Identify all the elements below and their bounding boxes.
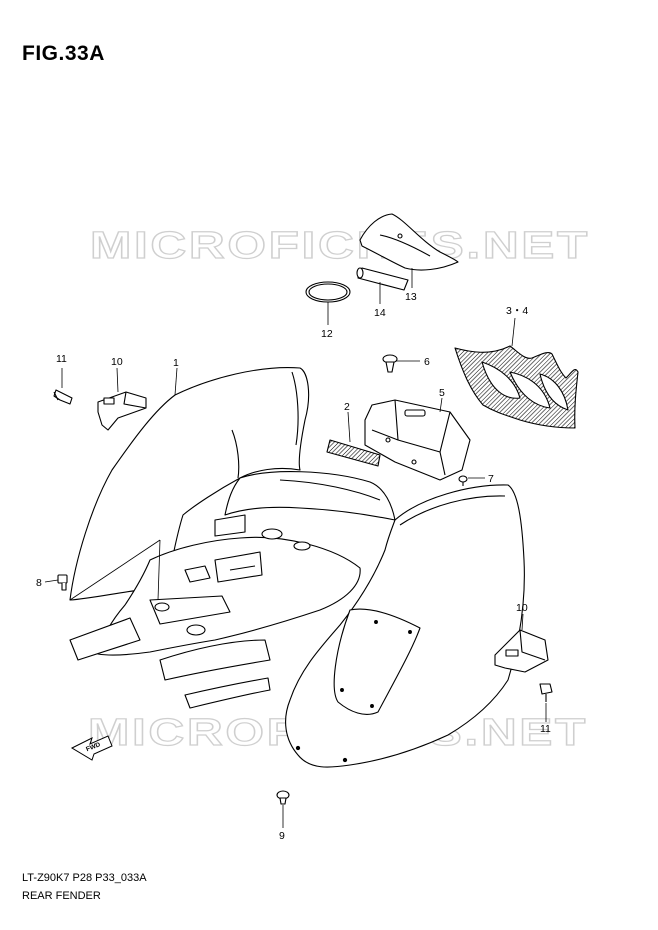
callout-14: 14 xyxy=(374,307,386,319)
bolt-8 xyxy=(58,575,67,590)
callout-12: 12 xyxy=(321,328,333,340)
rear-fender-body xyxy=(70,368,524,768)
bracket-10-right xyxy=(495,630,548,672)
callout-11-left: 11 xyxy=(56,353,67,365)
callout-8: 8 xyxy=(36,577,42,589)
callout-2: 2 xyxy=(344,401,350,413)
o-ring-12 xyxy=(306,282,350,302)
callout-11-right: 11 xyxy=(540,723,551,735)
tool-grip-14 xyxy=(357,268,408,290)
callout-13: 13 xyxy=(405,291,417,303)
storage-bracket xyxy=(365,400,470,480)
callout-9: 9 xyxy=(279,830,285,842)
rivet-9 xyxy=(277,791,289,804)
forward-arrow: FWD xyxy=(70,735,113,761)
emblem-strip xyxy=(327,440,380,466)
callout-1: 1 xyxy=(173,357,179,369)
figure-code: LT-Z90K7 P28 P33_033A xyxy=(22,872,147,884)
push-rivet-6 xyxy=(383,355,397,372)
callout-5: 5 xyxy=(439,387,445,399)
screw-7 xyxy=(459,476,467,486)
callout-10-left: 10 xyxy=(111,356,123,368)
callout-10-right: 10 xyxy=(516,602,528,614)
callout-labels: 1 2 3・4 5 6 7 8 9 10 10 11 11 12 13 14 xyxy=(36,291,551,842)
leader-lines xyxy=(44,268,547,828)
bolt-11-left xyxy=(54,390,72,404)
figure-title: FIG.33A xyxy=(22,42,105,65)
watermark-top: MICROFICHES.NET xyxy=(90,225,590,267)
bolt-11-right xyxy=(540,684,552,702)
callout-7: 7 xyxy=(488,473,494,485)
flame-decal xyxy=(455,346,578,428)
callout-3-4: 3・4 xyxy=(506,305,528,317)
callout-6: 6 xyxy=(424,356,430,368)
bracket-10-left xyxy=(98,392,146,430)
tool-bag-13 xyxy=(360,214,458,270)
figure-name: REAR FENDER xyxy=(22,890,101,902)
